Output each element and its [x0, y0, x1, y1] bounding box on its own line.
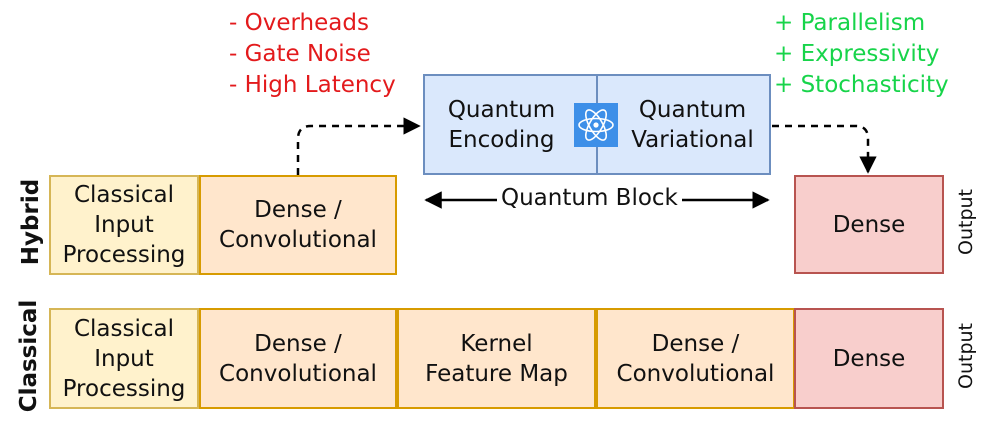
quantum-encoding-box: Quantum Encoding	[423, 74, 598, 175]
quantum-cons-list: - Overheads - Gate Noise - High Latency	[229, 10, 396, 98]
hybrid-dense-conv-box: Dense / Convolutional	[199, 175, 397, 275]
quantum-variational-box: Quantum Variational	[596, 74, 771, 175]
quantum-pros-list: + Parallelism + Expressivity + Stochasti…	[774, 10, 949, 98]
classical-dense-box: Dense	[794, 308, 944, 409]
atom-icon	[574, 103, 618, 147]
hybrid-classical-input-box: Classical Input Processing	[49, 175, 199, 275]
quantum-block-label: Quantum Block	[497, 185, 682, 211]
dashed-arrow-to-quantum	[296, 117, 421, 175]
dashed-arrow-to-dense	[772, 124, 877, 174]
classical-input-box: Classical Input Processing	[49, 308, 199, 409]
classical-dense-conv-box-1: Dense / Convolutional	[199, 308, 397, 409]
hybrid-dense-box: Dense	[794, 175, 944, 274]
kernel-feature-map-box: Kernel Feature Map	[397, 308, 596, 409]
